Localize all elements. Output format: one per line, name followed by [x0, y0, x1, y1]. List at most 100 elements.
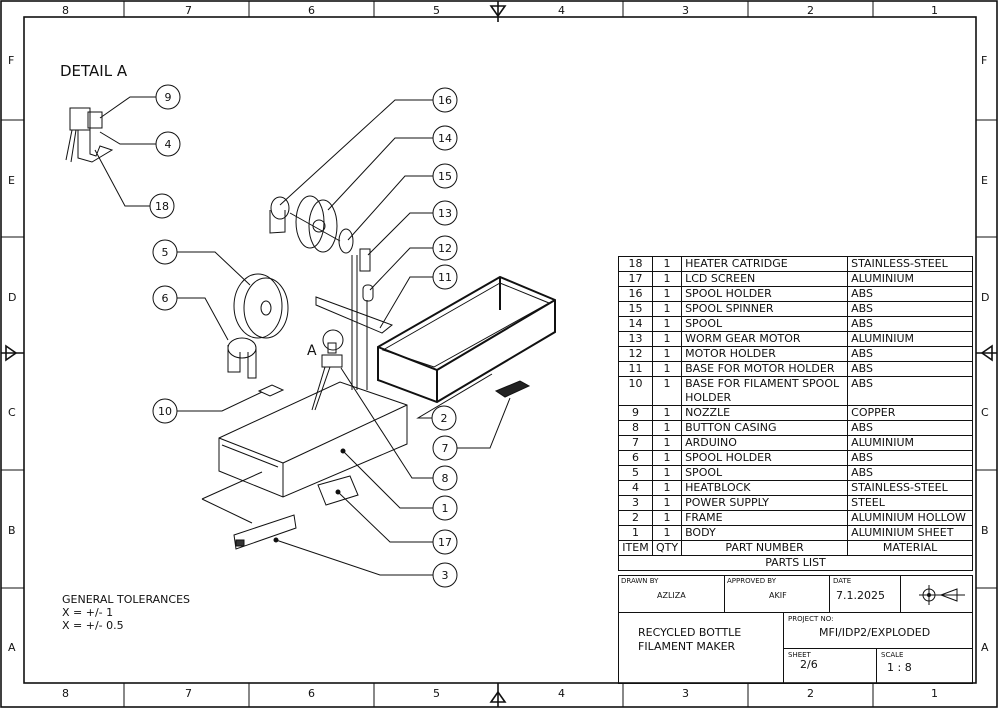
zone-row-label: E [981, 174, 988, 187]
balloon: 14 [432, 125, 458, 151]
tolerance-line: X = +/- 1 [62, 606, 113, 619]
item-cell: 10 [618, 376, 653, 406]
zone-col-label: 3 [682, 4, 689, 17]
header-part-number: PART NUMBER [681, 540, 849, 556]
item-cell: 9 [618, 405, 653, 421]
svg-text:17: 17 [438, 536, 452, 549]
part-number-cell: POWER SUPPLY [681, 495, 849, 511]
part-number-cell: ARDUINO [681, 435, 849, 451]
material-cell: ABS [847, 450, 973, 466]
qty-cell: 1 [651, 420, 683, 436]
part-number-cell: SPOOL [681, 316, 849, 332]
balloon: 6 [152, 285, 178, 311]
part-number-cell: BASE FOR MOTOR HOLDER [681, 361, 849, 377]
zone-col-label: 8 [62, 687, 69, 700]
worm-gear-motor-part [359, 248, 371, 272]
qty-cell: 1 [651, 510, 683, 526]
balloon: 17 [432, 529, 458, 555]
zone-col-label: 7 [185, 4, 192, 17]
balloon: 4 [155, 131, 181, 157]
part-number-cell: BODY [681, 525, 849, 541]
zone-col-label: 8 [62, 4, 69, 17]
item-cell: 13 [618, 331, 653, 347]
qty-cell: 1 [651, 361, 683, 377]
zone-row-label: F [981, 54, 987, 67]
qty-cell: 1 [651, 376, 683, 406]
date-label: DATE [833, 577, 852, 585]
material-cell: ALUMINIUM HOLLOW [847, 510, 973, 526]
zone-col-label: 5 [433, 687, 440, 700]
date-cell: DATE 7.1.2025 [829, 575, 901, 613]
sheet-label: SHEET [788, 651, 811, 659]
svg-text:10: 10 [158, 405, 172, 418]
part-number-cell: HEATER CATRIDGE [681, 256, 849, 272]
part-number-cell: BUTTON CASING [681, 420, 849, 436]
spool-holder-16-part [269, 210, 286, 234]
qty-cell: 1 [651, 465, 683, 481]
header-material: MATERIAL [847, 540, 973, 556]
part-number-cell: LCD SCREEN [681, 271, 849, 287]
item-cell: 17 [618, 271, 653, 287]
part-number-cell: HEATBLOCK [681, 480, 849, 496]
balloon: 18 [149, 193, 175, 219]
qty-cell: 1 [651, 286, 683, 302]
part-number-cell: NOZZLE [681, 405, 849, 421]
zone-col-label: 4 [558, 4, 565, 17]
balloon: 15 [432, 163, 458, 189]
approved-by-value: AKIF [769, 591, 787, 600]
spool-14-part [295, 195, 325, 249]
tolerances-title: GENERAL TOLERANCES [62, 593, 190, 606]
balloon: 11 [432, 264, 458, 290]
zone-row-label: A [8, 641, 16, 654]
zone-col-label: 6 [308, 4, 315, 17]
svg-text:5: 5 [162, 246, 169, 259]
scale-cell: SCALE 1 : 8 [876, 648, 973, 684]
svg-text:12: 12 [438, 242, 452, 255]
qty-cell: 1 [651, 316, 683, 332]
material-cell: ABS [847, 361, 973, 377]
scale-label: SCALE [881, 651, 904, 659]
item-cell: 16 [618, 286, 653, 302]
qty-cell: 1 [651, 495, 683, 511]
qty-cell: 1 [651, 450, 683, 466]
zone-row-label: E [8, 174, 15, 187]
part-number-cell: SPOOL HOLDER [681, 286, 849, 302]
item-cell: 2 [618, 510, 653, 526]
svg-text:15: 15 [438, 170, 452, 183]
svg-text:7: 7 [442, 442, 449, 455]
detail-title: DETAIL A [60, 62, 128, 80]
qty-cell: 1 [651, 480, 683, 496]
button-casing-part [321, 354, 343, 368]
balloon: 13 [432, 200, 458, 226]
drawn-by-value: AZLIZA [657, 591, 686, 600]
material-cell: COPPER [847, 405, 973, 421]
spool-5-part [233, 273, 283, 339]
svg-text:8: 8 [442, 472, 449, 485]
item-cell: 7 [618, 435, 653, 451]
zone-row-label: C [981, 406, 989, 419]
part-number-cell: SPOOL HOLDER [681, 450, 849, 466]
qty-cell: 1 [651, 331, 683, 347]
balloon: 3 [432, 562, 458, 588]
first-angle-projection-icon [919, 585, 965, 605]
svg-text:16: 16 [438, 94, 452, 107]
leader-lines [94, 96, 511, 576]
material-cell: STAINLESS-STEEL [847, 256, 973, 272]
material-cell: ABS [847, 316, 973, 332]
qty-cell: 1 [651, 301, 683, 317]
material-cell: STAINLESS-STEEL [847, 480, 973, 496]
qty-cell: 1 [651, 256, 683, 272]
svg-text:2: 2 [441, 412, 448, 425]
balloon: 7 [432, 435, 458, 461]
item-cell: 4 [618, 480, 653, 496]
drawing-title-cell: RECYCLED BOTTLE FILAMENT MAKER [618, 612, 784, 684]
scale-value: 1 : 8 [887, 661, 912, 674]
general-tolerances: GENERAL TOLERANCES X = +/- 1 X = +/- 0.5 [62, 593, 190, 632]
